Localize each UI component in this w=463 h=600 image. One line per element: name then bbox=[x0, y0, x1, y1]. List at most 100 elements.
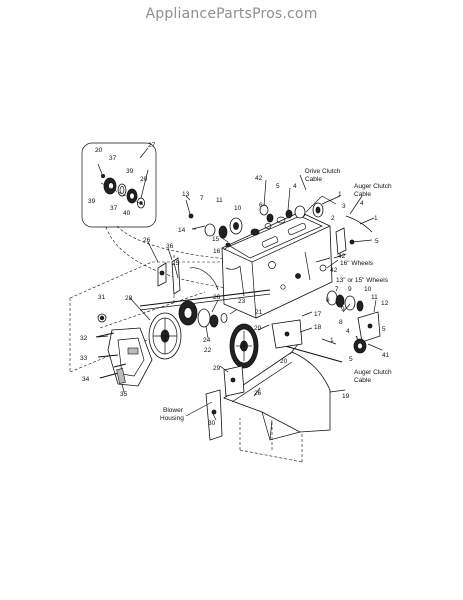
label-auger-clutch-cable-bottom-line2: Cable bbox=[354, 377, 371, 384]
callout-29: 29 bbox=[213, 365, 221, 372]
callout-26: 26 bbox=[143, 237, 151, 244]
callout-10: 10 bbox=[364, 286, 372, 293]
label-blower-housing-line2: Housing bbox=[160, 415, 184, 422]
callout-4: 4 bbox=[346, 328, 350, 335]
callout-20: 20 bbox=[254, 325, 262, 332]
front-guard-plate bbox=[97, 313, 153, 387]
callout-41: 41 bbox=[382, 352, 390, 359]
callout-31: 31 bbox=[98, 294, 106, 301]
label-auger-clutch-cable-top-line2: Cable bbox=[354, 191, 371, 198]
callout-8: 8 bbox=[339, 319, 343, 326]
callout-numbers: 27 20 37 39 20 39 37 40 13 7 11 10 14 15… bbox=[80, 142, 390, 427]
right-frame-plate-18 bbox=[271, 319, 303, 349]
callout-13: 13 bbox=[182, 191, 190, 198]
label-16-inch-wheels: 16" Wheels bbox=[340, 260, 374, 267]
callout-5: 5 bbox=[382, 326, 386, 333]
callout-24: 24 bbox=[203, 337, 211, 344]
label-drive-clutch-cable-line1: Drive Clutch bbox=[305, 168, 341, 175]
large-drive-wheel-22 bbox=[229, 323, 259, 369]
callout-18: 18 bbox=[314, 324, 322, 331]
inset-ring-part bbox=[117, 183, 127, 197]
callout-9: 9 bbox=[341, 306, 345, 313]
callout-20: 20 bbox=[140, 176, 148, 183]
callout-23: 23 bbox=[238, 298, 246, 305]
callout-40: 40 bbox=[123, 210, 131, 217]
large-pulley-wheel-28 bbox=[148, 312, 182, 360]
callout-1: 1 bbox=[338, 191, 342, 198]
callout-33: 33 bbox=[80, 355, 88, 362]
callout-10: 10 bbox=[234, 205, 242, 212]
top-spacer-parts bbox=[185, 199, 243, 248]
callout-2: 2 bbox=[331, 215, 335, 222]
callout-11: 11 bbox=[216, 197, 223, 204]
right-wheel-hub-assembly bbox=[326, 290, 364, 312]
callout-11: 11 bbox=[371, 294, 378, 301]
callout-42: 42 bbox=[330, 267, 338, 274]
label-blower-housing-line1: Blower bbox=[163, 407, 184, 414]
sprocket-hub-assembly bbox=[178, 300, 228, 328]
callout-37: 37 bbox=[110, 205, 118, 212]
inset-bearing-part bbox=[126, 188, 138, 204]
callout-35: 35 bbox=[120, 391, 128, 398]
callout-3: 3 bbox=[342, 203, 346, 210]
callout-25: 25 bbox=[172, 260, 180, 267]
callout-37: 37 bbox=[109, 155, 117, 162]
auger-clutch-bracket-12 bbox=[357, 311, 381, 343]
callout-9: 9 bbox=[348, 286, 352, 293]
callout-26: 26 bbox=[254, 390, 262, 397]
site-watermark: AppliancePartsPros.com bbox=[145, 6, 318, 22]
callout-4: 4 bbox=[293, 183, 297, 190]
gear-case-housing bbox=[221, 210, 333, 319]
callout-42: 42 bbox=[255, 175, 263, 182]
callout-7: 7 bbox=[200, 195, 204, 202]
detail-inset bbox=[81, 142, 157, 228]
label-drive-clutch-cable-line2: Cable bbox=[305, 176, 322, 183]
fastener-bolts-left bbox=[95, 332, 127, 384]
callout-5: 5 bbox=[349, 356, 353, 363]
callout-6: 6 bbox=[259, 202, 263, 209]
callout-12: 12 bbox=[381, 300, 389, 307]
clutch-cable-parts bbox=[259, 195, 373, 259]
callout-36: 36 bbox=[166, 243, 174, 250]
callout-7: 7 bbox=[335, 286, 339, 293]
callout-15: 15 bbox=[212, 236, 220, 243]
callout-30: 30 bbox=[208, 420, 216, 427]
label-13-or-15-inch-wheels: 13" or 15" Wheels bbox=[336, 277, 389, 284]
housing-bracket-29 bbox=[223, 365, 245, 397]
callout-leader-lines bbox=[97, 147, 383, 421]
callout-27: 27 bbox=[148, 142, 156, 149]
callout-14: 14 bbox=[178, 227, 186, 234]
callout-4: 4 bbox=[360, 200, 364, 207]
callout-19: 19 bbox=[342, 393, 350, 400]
callout-34: 34 bbox=[82, 376, 90, 383]
callout-26: 26 bbox=[213, 294, 221, 301]
callout-17: 17 bbox=[314, 311, 322, 318]
callout-42: 42 bbox=[338, 253, 346, 260]
callout-5: 5 bbox=[375, 238, 379, 245]
callout-21: 21 bbox=[255, 309, 263, 316]
inset-bolt-part bbox=[97, 163, 106, 178]
text-labels: Drive Clutch Cable Auger Clutch Cable 16… bbox=[160, 168, 392, 422]
callout-39: 39 bbox=[126, 168, 134, 175]
callout-16: 16 bbox=[213, 248, 221, 255]
blower-housing-panel bbox=[223, 351, 331, 441]
callout-39: 39 bbox=[88, 198, 96, 205]
label-auger-clutch-cable-bottom-line1: Auger Clutch bbox=[354, 369, 392, 376]
inset-gear-part bbox=[103, 177, 117, 195]
inset-washer-part bbox=[136, 197, 145, 209]
housing-bracket-30 bbox=[205, 389, 223, 441]
callout-32: 32 bbox=[80, 335, 88, 342]
callout-20: 20 bbox=[95, 147, 103, 154]
axle-shaft bbox=[139, 289, 271, 311]
callout-1: 1 bbox=[374, 215, 378, 222]
callout-1: 1 bbox=[330, 337, 334, 344]
callout-5: 5 bbox=[276, 183, 280, 190]
label-auger-clutch-cable-top-line1: Auger Clutch bbox=[354, 183, 392, 190]
frame-bracket-left bbox=[157, 257, 219, 295]
callout-22: 22 bbox=[204, 347, 212, 354]
callout-26: 20 bbox=[280, 358, 288, 365]
cable-pulley-6 bbox=[353, 338, 367, 354]
callout-6: 6 bbox=[326, 297, 330, 304]
callout-28: 28 bbox=[125, 295, 133, 302]
